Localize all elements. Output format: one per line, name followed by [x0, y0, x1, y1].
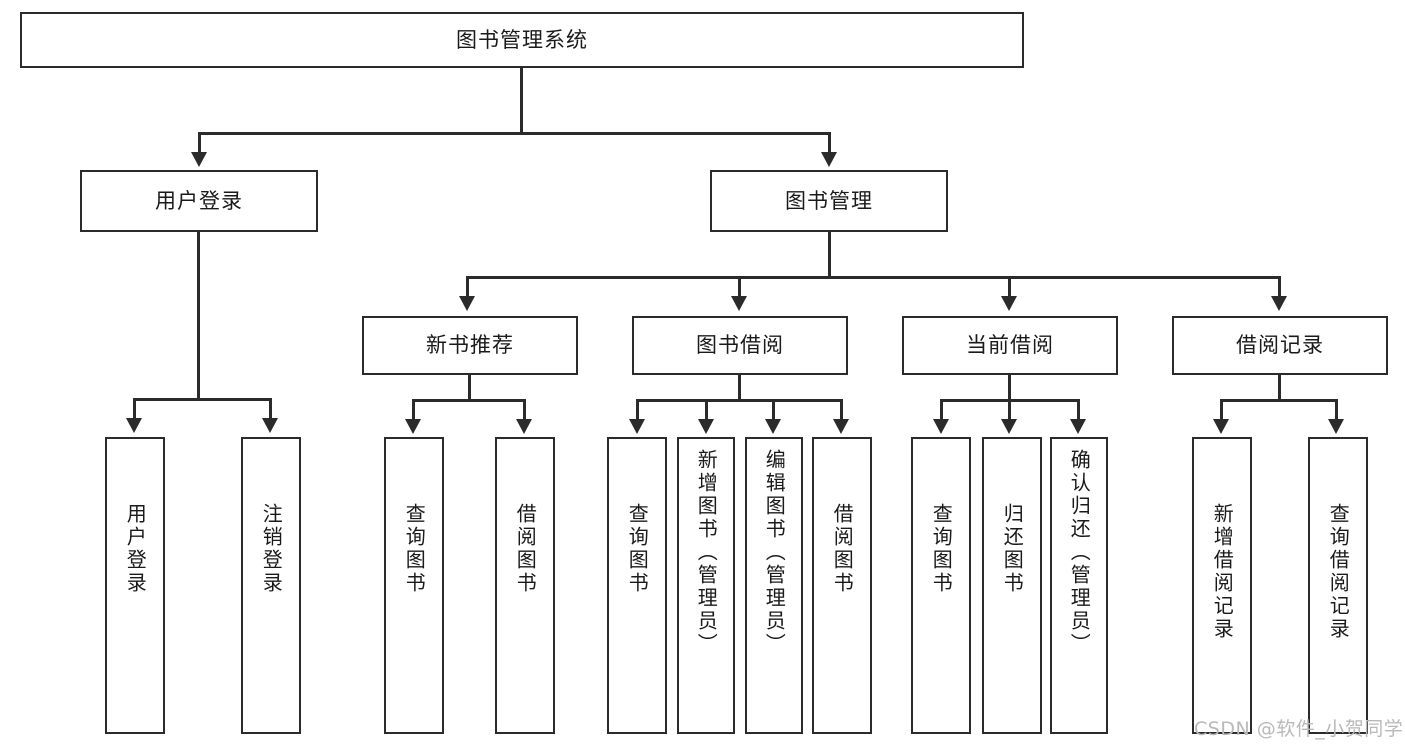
- leaf-logout[interactable]: 注销登录: [241, 437, 301, 734]
- node-borrow-records[interactable]: 借阅记录: [1172, 316, 1388, 375]
- leaf-borrow-borrow-book[interactable]: 借阅图书: [812, 437, 872, 734]
- connector-bookmgmt-stem: [828, 232, 831, 278]
- leaf-records-search-record[interactable]: 查询借阅记录: [1308, 437, 1368, 734]
- connector-borrow-stem: [738, 375, 741, 401]
- leaf-user-login[interactable]: 用户登录: [105, 437, 165, 734]
- connector-to-borrow: [738, 276, 741, 298]
- arrow-records-leaf-1: [1213, 419, 1229, 434]
- node-book-borrow[interactable]: 图书借阅: [632, 316, 848, 375]
- node-book-borrow-label: 图书借阅: [696, 333, 784, 358]
- leaf-current-confirm-return-admin-label: 确认归还（管理员）: [1067, 449, 1092, 656]
- connector-newbook-l1: [412, 399, 415, 421]
- leaf-newbook-search-book[interactable]: 查询图书: [384, 437, 444, 734]
- arrow-to-current-borrow: [1001, 296, 1017, 311]
- node-borrow-records-label: 借阅记录: [1236, 333, 1324, 358]
- arrow-borrow-leaf-1: [629, 419, 645, 434]
- node-book-management[interactable]: 图书管理: [710, 170, 948, 232]
- node-user-login-label: 用户登录: [155, 188, 243, 213]
- arrow-to-leaf-user-login: [126, 418, 142, 433]
- leaf-current-return-book-label: 归还图书: [1000, 503, 1025, 595]
- node-current-borrow-label: 当前借阅: [966, 333, 1054, 358]
- leaf-borrow-edit-book-admin[interactable]: 编辑图书（管理员）: [745, 437, 803, 734]
- node-root-label: 图书管理系统: [456, 27, 588, 52]
- leaf-current-search-book[interactable]: 查询图书: [911, 437, 971, 734]
- arrow-to-new-book: [459, 296, 475, 311]
- connector-newbook-stem: [468, 375, 471, 401]
- connector-userlogin-left: [133, 398, 136, 420]
- leaf-newbook-search-book-label: 查询图书: [402, 503, 427, 595]
- leaf-newbook-borrow-book-label: 借阅图书: [513, 503, 538, 595]
- arrow-records-leaf-2: [1328, 419, 1344, 434]
- connector-to-records: [1278, 276, 1281, 298]
- connector-newbook-bus: [412, 399, 526, 402]
- connector-to-current: [1008, 276, 1011, 298]
- connector-borrow-bus: [636, 399, 843, 402]
- arrow-current-leaf-3: [1070, 419, 1086, 434]
- connector-records-bus: [1220, 399, 1338, 402]
- arrow-to-user-login: [191, 152, 207, 167]
- connector-borrow-l1: [636, 399, 639, 421]
- leaf-current-return-book[interactable]: 归还图书: [982, 437, 1042, 734]
- arrow-to-book-management: [821, 152, 837, 167]
- leaf-newbook-borrow-book[interactable]: 借阅图书: [495, 437, 555, 734]
- leaf-borrow-edit-book-admin-label: 编辑图书（管理员）: [762, 449, 787, 656]
- connector-current-stem: [1008, 375, 1011, 401]
- connector-to-new-book: [466, 276, 469, 298]
- leaf-current-search-book-label: 查询图书: [929, 503, 954, 595]
- arrow-current-leaf-1: [933, 419, 949, 434]
- leaf-borrow-add-book-admin[interactable]: 新增图书（管理员）: [677, 437, 735, 734]
- leaf-borrow-search-book[interactable]: 查询图书: [607, 437, 667, 734]
- leaf-borrow-add-book-admin-label: 新增图书（管理员）: [694, 449, 719, 656]
- leaf-borrow-search-book-label: 查询图书: [625, 503, 650, 595]
- node-current-borrow[interactable]: 当前借阅: [902, 316, 1118, 375]
- connector-records-l1: [1220, 399, 1223, 421]
- connector-borrow-l3: [772, 399, 775, 421]
- connector-newbook-l2: [523, 399, 526, 421]
- leaf-records-add-record[interactable]: 新增借阅记录: [1192, 437, 1252, 734]
- connector-root-to-login: [198, 132, 201, 154]
- connector-level3-bus: [466, 276, 1280, 279]
- connector-borrow-l4: [840, 399, 843, 421]
- arrow-borrow-leaf-4: [833, 419, 849, 434]
- connector-root-stem: [520, 68, 523, 134]
- leaf-records-search-record-label: 查询借阅记录: [1326, 503, 1351, 641]
- leaf-logout-label: 注销登录: [259, 503, 284, 595]
- node-user-login[interactable]: 用户登录: [80, 170, 318, 232]
- node-new-book-recommend-label: 新书推荐: [426, 333, 514, 358]
- connector-borrow-l2: [705, 399, 708, 421]
- leaf-borrow-borrow-book-label: 借阅图书: [830, 503, 855, 595]
- connector-userlogin-bus: [133, 398, 269, 401]
- connector-root-to-bookmgmt: [828, 132, 831, 154]
- arrow-newbook-leaf-1: [405, 419, 421, 434]
- connector-current-l1: [940, 399, 943, 421]
- arrow-to-leaf-logout: [262, 418, 278, 433]
- node-book-management-label: 图书管理: [785, 188, 873, 213]
- node-new-book-recommend[interactable]: 新书推荐: [362, 316, 578, 375]
- arrow-to-borrow-records: [1271, 296, 1287, 311]
- connector-root-bus: [198, 132, 830, 135]
- arrow-borrow-leaf-3: [765, 419, 781, 434]
- leaf-user-login-label: 用户登录: [123, 503, 148, 595]
- connector-userlogin-right: [269, 398, 272, 420]
- connector-userlogin-stem: [197, 232, 200, 400]
- connector-records-stem: [1278, 375, 1281, 401]
- connector-records-l2: [1335, 399, 1338, 421]
- arrow-to-book-borrow: [731, 296, 747, 311]
- arrow-borrow-leaf-2: [698, 419, 714, 434]
- leaf-records-add-record-label: 新增借阅记录: [1210, 503, 1235, 641]
- connector-current-l2: [1008, 399, 1011, 421]
- leaf-current-confirm-return-admin[interactable]: 确认归还（管理员）: [1050, 437, 1108, 734]
- node-root[interactable]: 图书管理系统: [20, 12, 1024, 68]
- arrow-current-leaf-2: [1001, 419, 1017, 434]
- arrow-newbook-leaf-2: [516, 419, 532, 434]
- connector-current-l3: [1077, 399, 1080, 421]
